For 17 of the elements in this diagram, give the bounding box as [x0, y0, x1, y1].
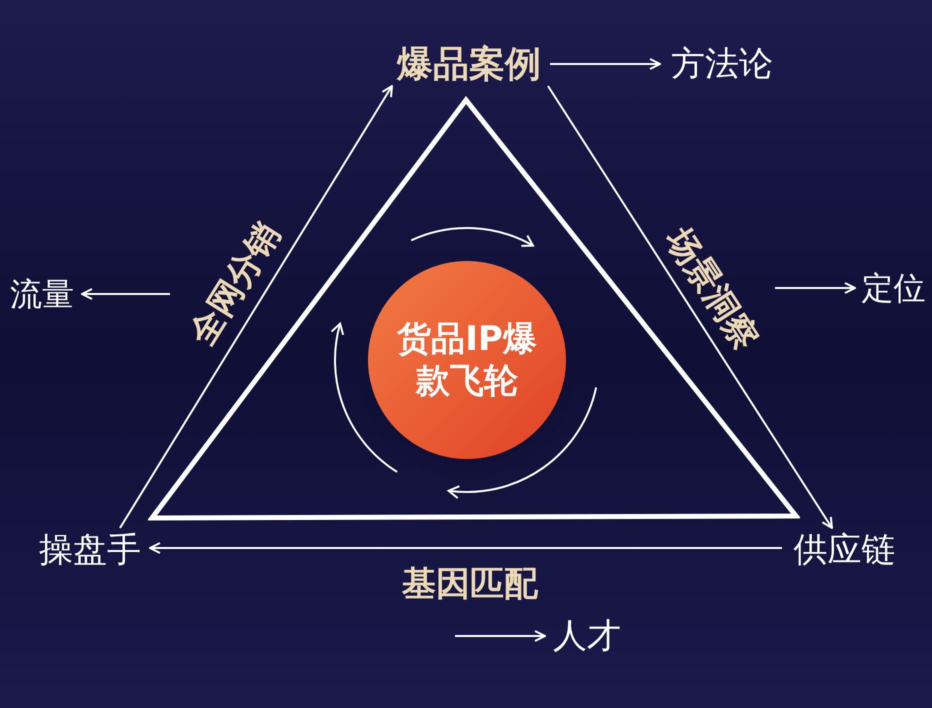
arrow — [149, 542, 782, 554]
vertex-label: 爆品案例 — [388, 42, 550, 86]
edge-label: 场景洞察 — [657, 220, 767, 359]
vertex-label: 操盘手 — [30, 528, 150, 572]
arrow — [550, 58, 661, 70]
edge-label: 全网分销 — [181, 214, 289, 354]
outcome-label: 人才 — [545, 614, 629, 658]
arrow — [547, 85, 833, 529]
edge-label: 基因匹配 — [401, 567, 540, 601]
vertex-label: 供应链 — [782, 528, 907, 572]
arrow — [455, 630, 546, 642]
arrow — [775, 282, 856, 294]
outcome-label: 流量 — [2, 272, 82, 316]
arrow — [119, 85, 393, 529]
outcome-label: 定位 — [855, 266, 932, 310]
outcome-label: 方法论 — [660, 42, 784, 86]
arrow — [81, 288, 170, 300]
